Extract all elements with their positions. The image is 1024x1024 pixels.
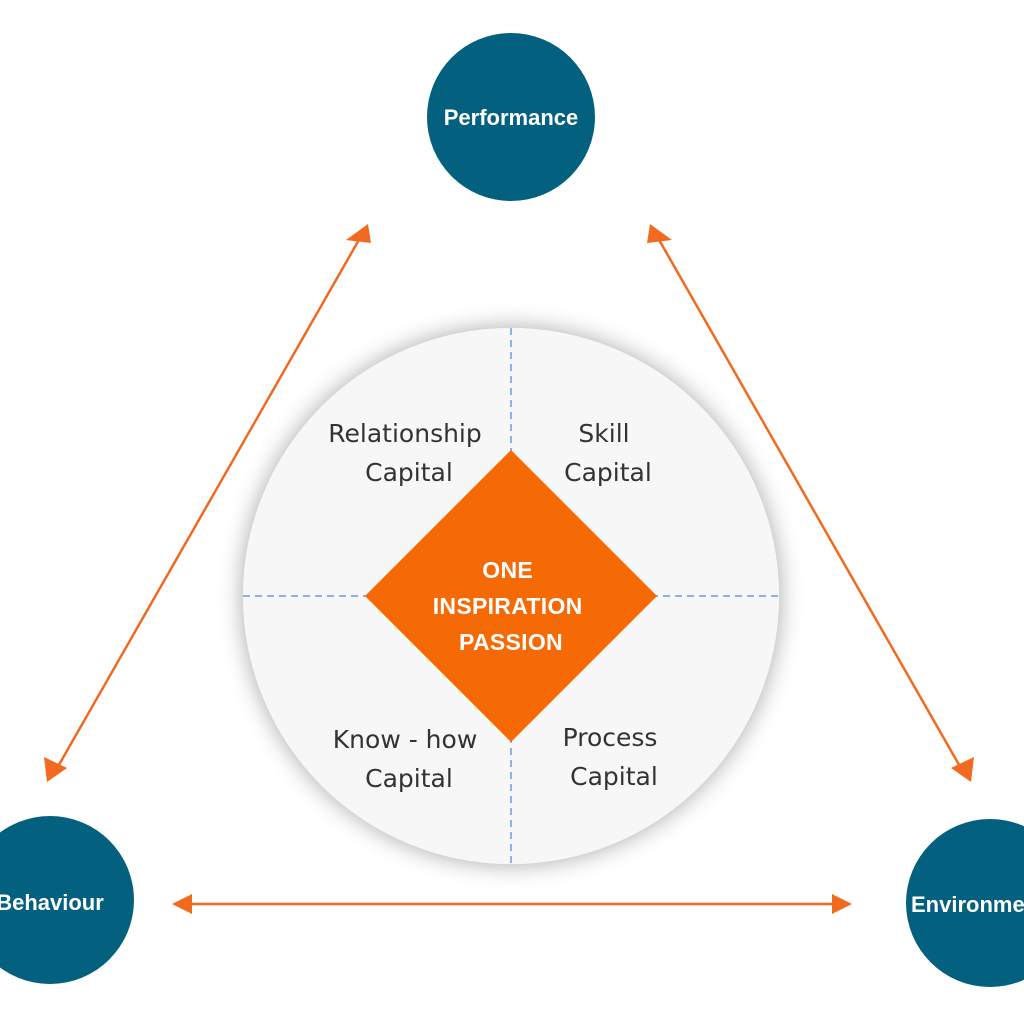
node-behaviour-label: Behaviour xyxy=(0,890,104,915)
node-behaviour: Behaviour xyxy=(0,816,134,984)
arrowhead-icon xyxy=(44,757,67,782)
arrowhead-icon xyxy=(172,894,192,914)
node-environment-label: Environment xyxy=(911,892,1024,917)
arrowhead-icon xyxy=(647,224,672,243)
node-environment: Environment xyxy=(906,819,1024,987)
core-diamond: ONE INSPIRATION PASSION xyxy=(365,450,657,742)
arrow-performance-environment xyxy=(647,224,974,782)
node-performance-label: Performance xyxy=(444,105,579,130)
arrowhead-icon xyxy=(951,757,974,782)
quadrant-process-capital: Process Capital xyxy=(563,723,666,791)
core-label: ONE INSPIRATION PASSION xyxy=(433,557,590,655)
node-performance: Performance xyxy=(427,33,595,201)
quadrant-skill-capital: Skill Capital xyxy=(564,419,652,487)
arrow-performance-behaviour xyxy=(44,224,371,782)
arrowhead-icon xyxy=(346,224,371,243)
arrowhead-icon xyxy=(832,894,852,914)
arrow-behaviour-environment xyxy=(172,894,852,914)
quadrant-know-how-capital: Know - how Capital xyxy=(333,725,485,793)
quadrant-relationship-capital: Relationship Capital xyxy=(328,419,489,487)
